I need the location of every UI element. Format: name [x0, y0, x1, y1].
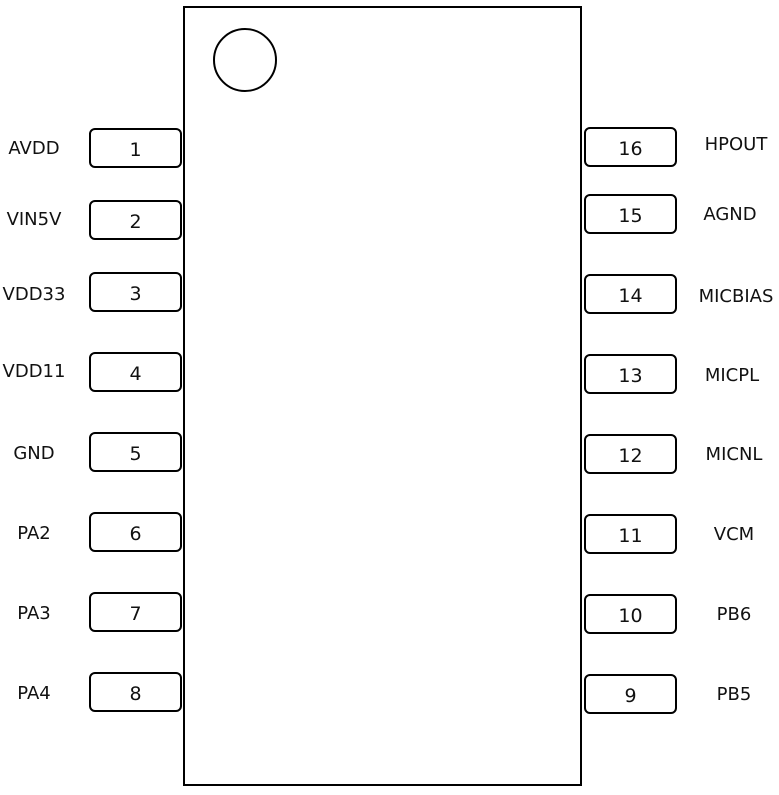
pin1-indicator-dot — [213, 28, 277, 92]
pin-label-15: AGND — [703, 204, 757, 225]
pin-label-4: VDD11 — [2, 361, 66, 382]
pin-label-14: MICBIAS — [698, 286, 774, 307]
pin-box-7: 7 — [89, 592, 182, 632]
pin-number: 8 — [129, 683, 142, 705]
pin-number: 4 — [129, 363, 142, 385]
pin-box-10: 10 — [584, 594, 677, 634]
pin-label-12: MICNL — [705, 444, 763, 465]
pin-label-16: HPOUT — [704, 134, 768, 155]
pin-label-10: PB6 — [716, 604, 752, 625]
pin-number: 2 — [129, 211, 142, 233]
pin-number: 12 — [618, 445, 643, 467]
pin-number: 1 — [129, 139, 142, 161]
pin-label-7: PA3 — [17, 603, 51, 624]
pin-box-5: 5 — [89, 432, 182, 472]
pin-box-15: 15 — [584, 194, 677, 234]
pin-number: 3 — [129, 283, 142, 305]
pin-box-8: 8 — [89, 672, 182, 712]
pin-number: 14 — [618, 285, 643, 307]
pin-label-11: VCM — [713, 524, 755, 545]
pin-box-16: 16 — [584, 127, 677, 167]
pin-label-6: PA2 — [17, 523, 51, 544]
pin-number: 5 — [129, 443, 142, 465]
chip-body — [183, 6, 582, 786]
pin-number: 7 — [129, 603, 142, 625]
pin-box-9: 9 — [584, 674, 677, 714]
pin-box-4: 4 — [89, 352, 182, 392]
pin-box-12: 12 — [584, 434, 677, 474]
pin-box-13: 13 — [584, 354, 677, 394]
pin-label-2: VIN5V — [6, 209, 62, 230]
pin-box-14: 14 — [584, 274, 677, 314]
pin-box-2: 2 — [89, 200, 182, 240]
pin-box-3: 3 — [89, 272, 182, 312]
pin-box-1: 1 — [89, 128, 182, 168]
pin-number: 13 — [618, 365, 643, 387]
pin-number: 10 — [618, 605, 643, 627]
pin-box-11: 11 — [584, 514, 677, 554]
pin-number: 6 — [129, 523, 142, 545]
pin-number: 15 — [618, 205, 643, 227]
pin-box-6: 6 — [89, 512, 182, 552]
pin-label-9: PB5 — [716, 684, 752, 705]
pin-number: 11 — [618, 525, 643, 547]
pin-number: 9 — [624, 685, 637, 707]
pin-label-3: VDD33 — [2, 284, 66, 305]
pin-number: 16 — [618, 138, 643, 160]
pin-label-13: MICPL — [704, 365, 760, 386]
pin-label-1: AVDD — [8, 138, 60, 159]
pin-label-8: PA4 — [17, 683, 51, 704]
pin-label-5: GND — [13, 443, 55, 464]
